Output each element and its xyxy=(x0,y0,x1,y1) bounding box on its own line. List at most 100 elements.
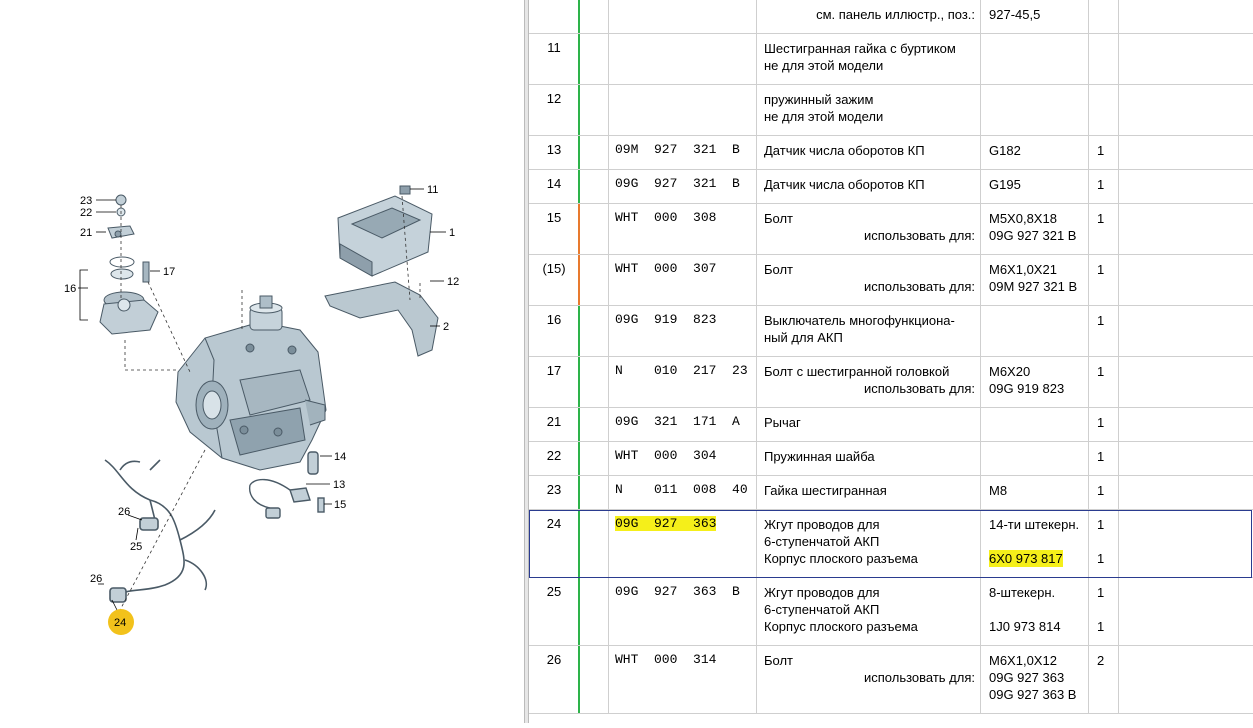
cell-desc xyxy=(757,306,981,356)
position-number: 26 xyxy=(546,652,562,667)
table-row[interactable]: см. панель иллюстр., поз.:927-45,5 xyxy=(529,0,1253,34)
cell-ext xyxy=(1119,578,1253,645)
callout-11[interactable]: 11 xyxy=(427,184,438,196)
transmission-exploded-diagram: 23 22 21 16 17 11 1 12 2 14 13 15 26 25 … xyxy=(64,184,459,635)
description-line: не для этой модели xyxy=(764,109,884,124)
table-row[interactable]: 22 WHT 000 304 Пружинная шайба 1 xyxy=(529,442,1253,476)
callout-2[interactable]: 2 xyxy=(443,321,449,333)
cell-num xyxy=(609,204,757,254)
callout-13[interactable]: 13 xyxy=(333,479,345,491)
callout-22[interactable]: 22 xyxy=(80,207,92,219)
position-number: 22 xyxy=(546,448,562,463)
callout-26-upper[interactable]: 26 xyxy=(118,506,130,518)
cell-qty xyxy=(1089,204,1119,254)
callout-1[interactable]: 1 xyxy=(449,227,455,239)
cell-bar xyxy=(579,34,609,84)
callout-21[interactable]: 21 xyxy=(80,227,92,239)
part-number[interactable]: WHT 000 307 xyxy=(615,261,717,276)
callout-25[interactable]: 25 xyxy=(130,541,142,553)
cell-qty xyxy=(1089,442,1119,475)
remark-line: 6X0 973 817 xyxy=(989,550,1063,567)
remark-line: 09M 927 321 B xyxy=(989,279,1078,294)
cell-desc xyxy=(757,85,981,135)
description-line: Болт xyxy=(764,211,794,226)
position-number: 13 xyxy=(546,142,562,157)
part-number[interactable]: WHT 000 314 xyxy=(615,652,717,667)
quantity: 1 xyxy=(1097,364,1105,379)
quantity: 1 xyxy=(1097,449,1105,464)
cell-desc xyxy=(757,646,981,713)
callout-14[interactable]: 14 xyxy=(334,451,346,463)
part-number[interactable]: 09G 321 171 A xyxy=(615,414,740,429)
cell-qty xyxy=(1089,34,1119,84)
pane-splitter[interactable] xyxy=(524,0,529,723)
cell-bar xyxy=(579,408,609,441)
callout-26-lower[interactable]: 26 xyxy=(90,573,102,585)
callout-23[interactable]: 23 xyxy=(80,195,92,207)
callout-12[interactable]: 12 xyxy=(447,276,459,288)
part-number[interactable]: 09G 919 823 xyxy=(615,312,717,327)
remark-line: 8-штекерн. xyxy=(989,585,1056,600)
cell-num xyxy=(609,510,757,577)
row-accent-bar xyxy=(578,255,580,305)
description-line: Выключатель многофункциона- xyxy=(764,313,955,328)
part-number[interactable]: N 011 008 40 xyxy=(615,482,748,497)
description-line: использовать для: xyxy=(863,228,975,243)
remark-line: M6X1,0X21 xyxy=(989,262,1057,277)
remark-line: 09G 919 823 xyxy=(989,381,1065,396)
row-accent-bar xyxy=(578,357,580,407)
remark-line: 09G 927 363 B xyxy=(989,687,1077,702)
cell-rem xyxy=(981,442,1089,475)
cell-num xyxy=(609,357,757,407)
row-accent-bar xyxy=(578,306,580,356)
cell-ext xyxy=(1119,357,1253,407)
cell-rem xyxy=(981,170,1089,203)
part-number[interactable]: 09G 927 363 xyxy=(615,516,717,531)
remark-line: M6X20 xyxy=(989,364,1031,379)
cell-ext xyxy=(1119,170,1253,203)
cell-num xyxy=(609,578,757,645)
cell-rem xyxy=(981,136,1089,169)
description-line: Болт xyxy=(764,262,794,277)
cell-desc xyxy=(757,442,981,475)
cell-num xyxy=(609,34,757,84)
wiring-harness-illustration xyxy=(104,459,216,603)
position-number: 14 xyxy=(546,176,562,191)
description-line: Шестигранная гайка с буртиком xyxy=(764,41,956,56)
part-number[interactable]: WHT 000 304 xyxy=(615,448,717,463)
remark-line: 09G 927 321 B xyxy=(989,228,1077,243)
part-number[interactable]: WHT 000 308 xyxy=(615,210,717,225)
cell-bar xyxy=(579,306,609,356)
position-number: 25 xyxy=(546,584,562,599)
description-line: Пружинная шайба xyxy=(764,449,875,464)
callout-17[interactable]: 17 xyxy=(163,266,175,278)
part-number[interactable]: 09M 927 321 B xyxy=(615,142,740,157)
cell-num xyxy=(609,442,757,475)
part-number[interactable]: N 010 217 23 xyxy=(615,363,748,378)
description-line: использовать для: xyxy=(863,670,975,685)
cell-desc xyxy=(757,255,981,305)
position-number: 12 xyxy=(546,91,562,106)
callout-24[interactable]: 24 xyxy=(114,617,126,629)
cell-pos xyxy=(529,0,579,33)
part-number[interactable]: 09G 927 363 B xyxy=(615,584,740,599)
part-number[interactable]: 09G 927 321 B xyxy=(615,176,740,191)
quantity: 1 xyxy=(1097,313,1105,328)
callout-15[interactable]: 15 xyxy=(334,499,346,511)
cell-ext xyxy=(1119,510,1253,577)
quantity: 1 xyxy=(1097,619,1105,634)
callout-16[interactable]: 16 xyxy=(64,283,76,295)
